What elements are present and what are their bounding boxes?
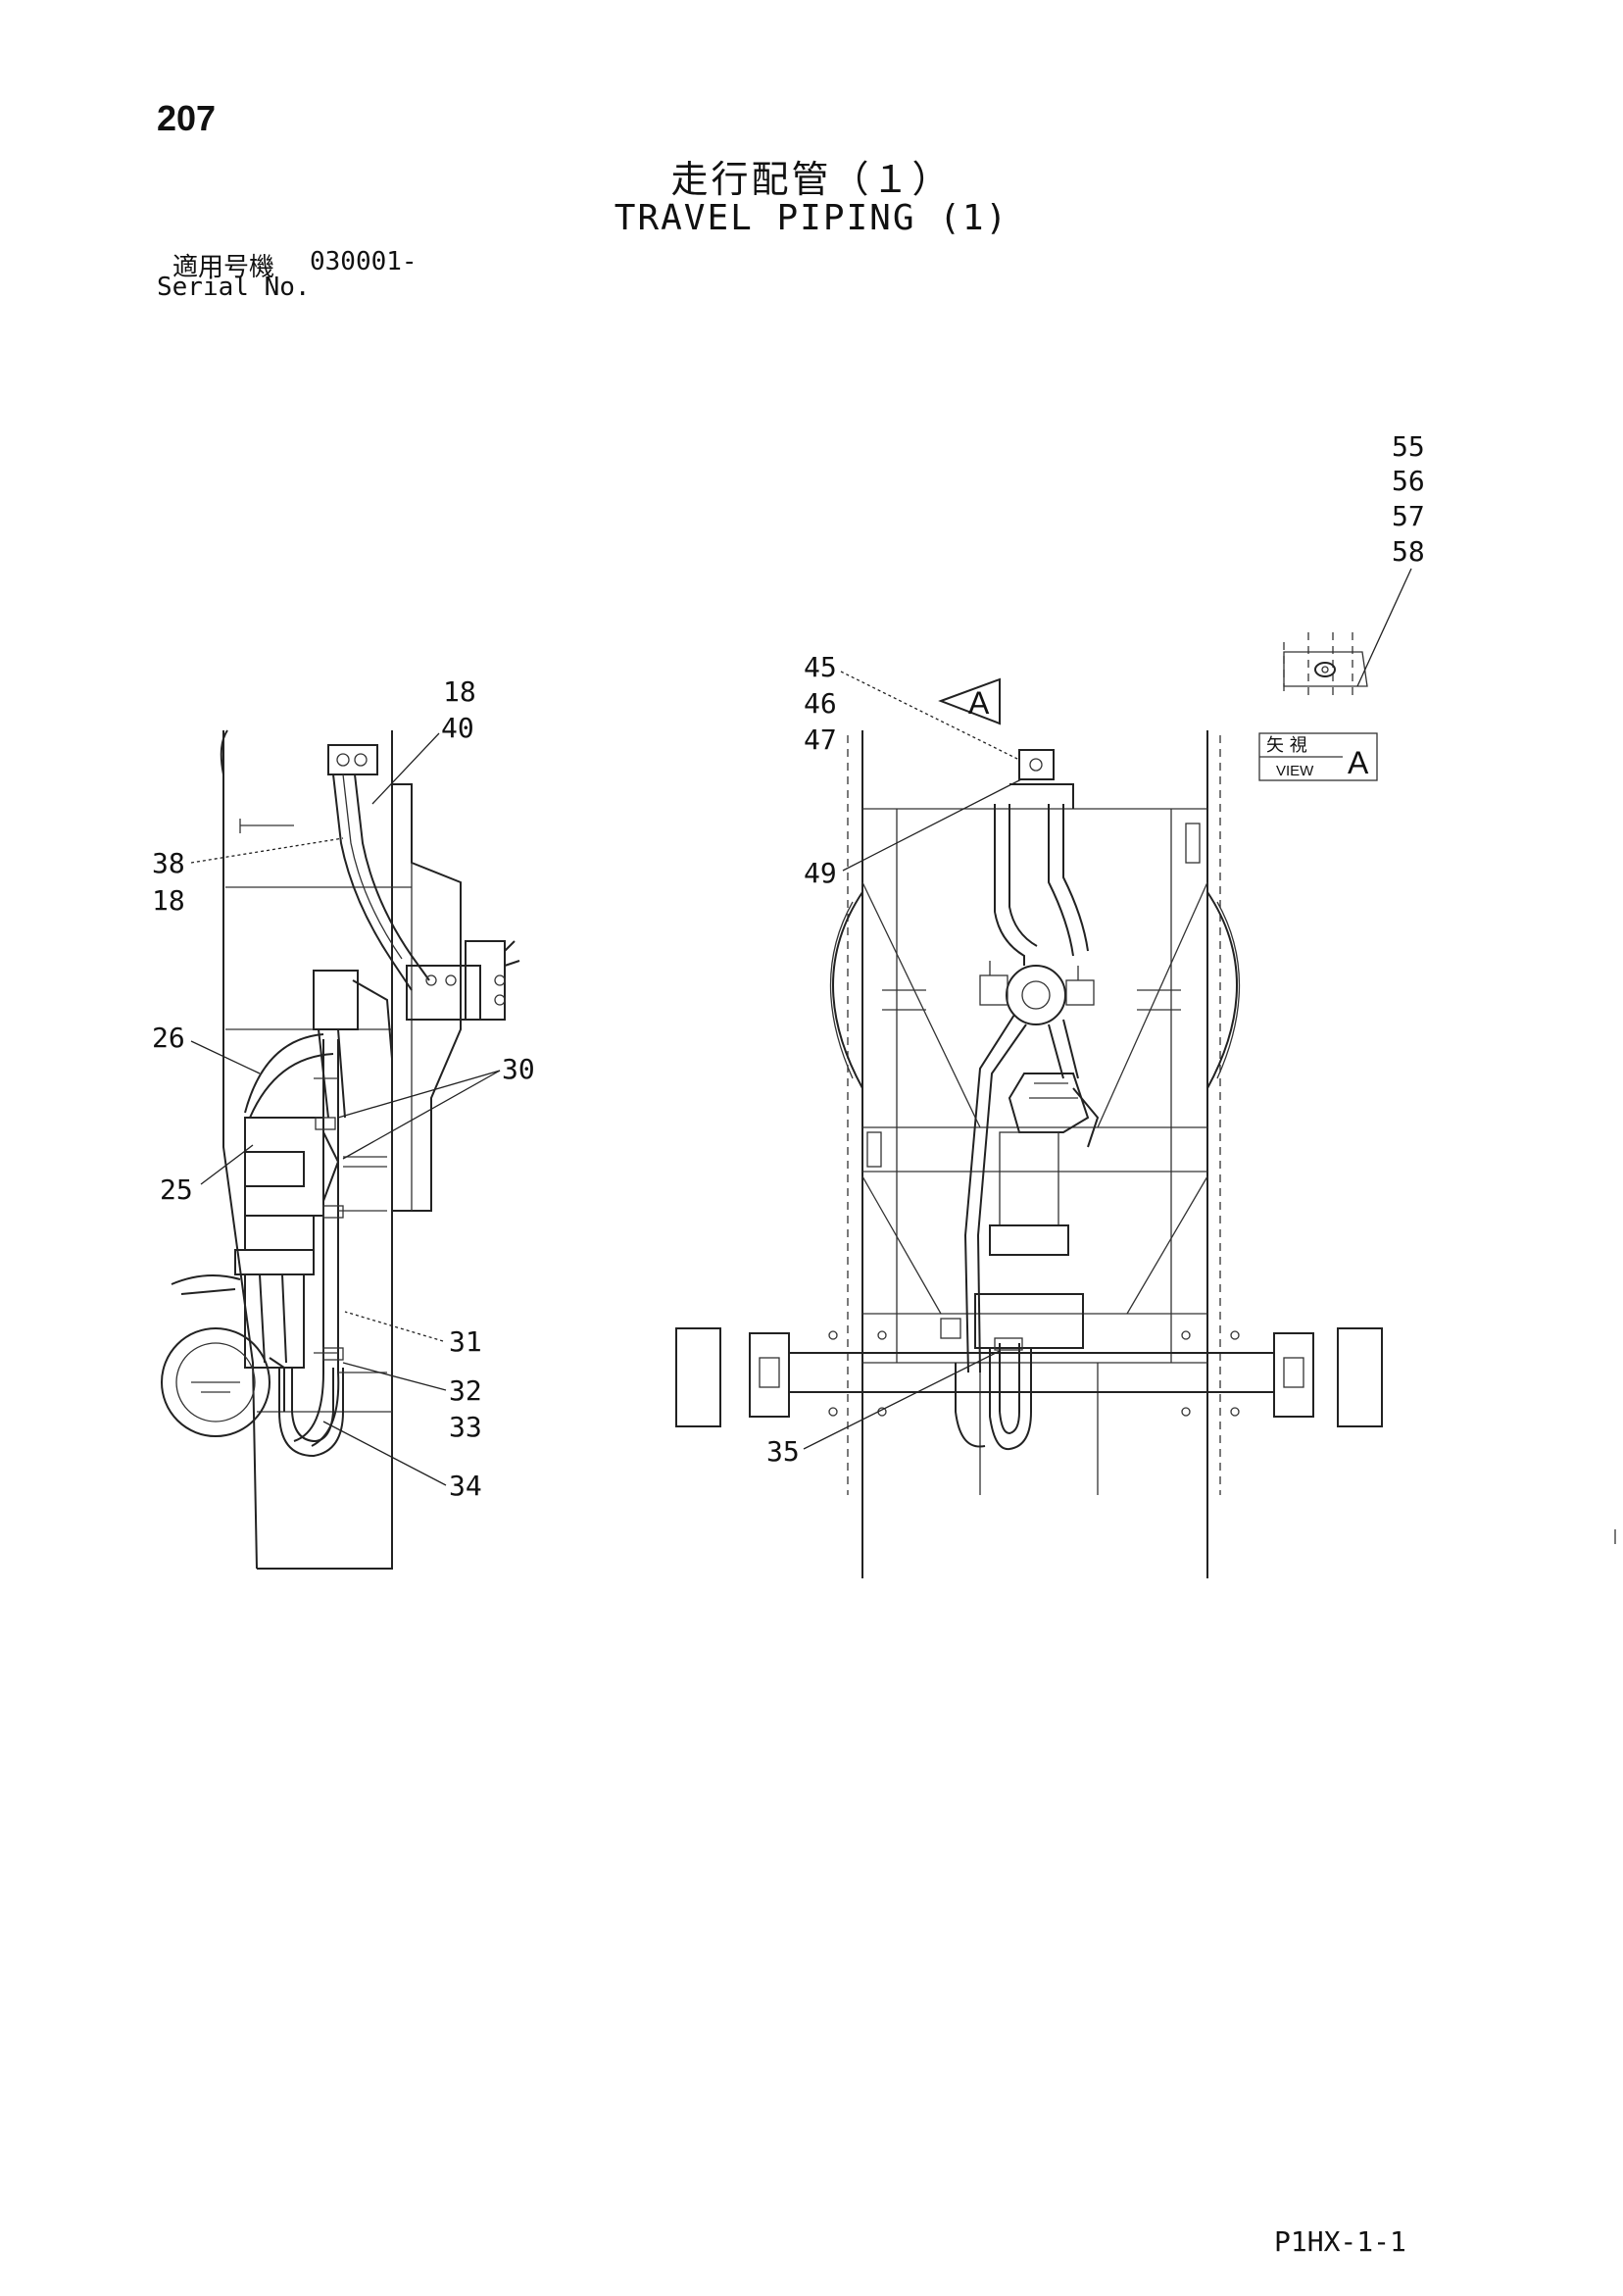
callout-34: 34 [449,1470,482,1502]
callout-40: 40 [441,712,474,744]
title-japanese: 走行配管（１） [670,158,953,201]
leader-30-a [337,1070,501,1119]
view-label-english: VIEW [1276,763,1314,779]
callout-31: 31 [449,1325,482,1358]
serial-label-japanese: 適用号機 [172,253,275,282]
leader-38-18 [190,837,344,864]
page-number: 207 [157,98,217,138]
callout-35: 35 [766,1435,800,1468]
leader-25 [200,1144,254,1185]
left-side-view [161,729,520,1570]
callout-49: 49 [804,857,837,889]
leader-45-47 [840,671,1020,761]
serial-value: 030001- [310,247,418,276]
callout-47: 47 [804,724,837,756]
callout-18-top: 18 [443,675,476,708]
callout-45: 45 [804,651,837,683]
callout-26: 26 [152,1022,185,1054]
callout-46: 46 [804,687,837,720]
left-callouts: 18 40 38 18 26 30 25 31 32 33 34 [152,675,535,1502]
callout-18-mid: 18 [152,884,185,917]
callout-58: 58 [1392,535,1425,568]
leader-34 [322,1421,447,1486]
view-arrow-letter: A [968,685,990,721]
leader-18-40 [371,732,440,805]
callout-57: 57 [1392,500,1425,532]
footer-page-code: P1HX-1-1 [1274,2225,1406,2258]
view-arrow-a: A [938,677,1001,725]
callout-56: 56 [1392,465,1425,497]
view-label-letter: A [1348,745,1369,780]
view-label-japanese: 矢 視 [1266,735,1307,756]
right-top-view [675,730,1383,1578]
callout-55: 55 [1392,430,1425,463]
leader-26 [190,1040,261,1074]
callout-33: 33 [449,1411,482,1443]
view-label-box: 矢 視 VIEW A [1258,732,1378,781]
callout-32: 32 [449,1374,482,1407]
title-english: TRAVEL PIPING (1) [614,198,1009,238]
right-callouts: 45 46 47 49 35 55 56 57 58 [766,430,1425,1468]
leader-35 [803,1350,1001,1450]
leader-49 [842,778,1022,872]
callout-30: 30 [502,1053,535,1085]
detail-view-a [1283,632,1368,696]
serial-label-english: Serial No. [157,273,311,302]
callout-25: 25 [160,1173,193,1206]
leader-55-58 [1356,568,1412,687]
callout-38: 38 [152,847,185,879]
leader-30-b [342,1070,501,1160]
leader-31 [344,1311,444,1342]
leader-32-33 [342,1362,447,1391]
